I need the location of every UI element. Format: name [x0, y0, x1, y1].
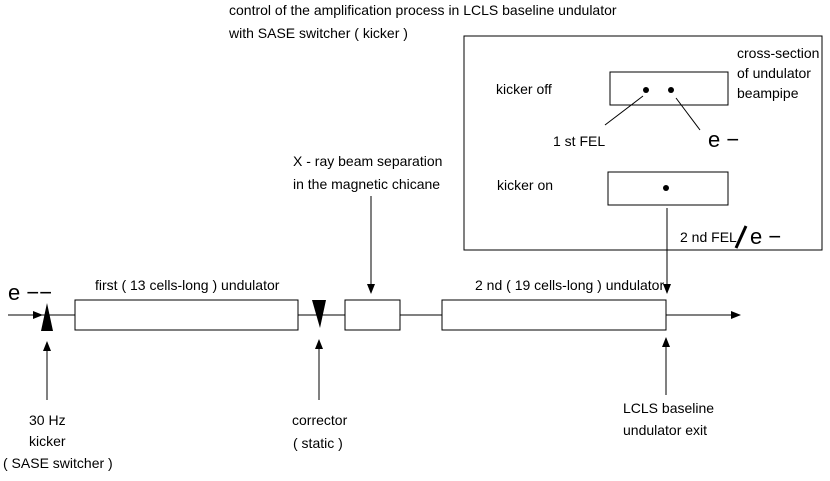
beampipe-kicker-off [609, 71, 729, 106]
exit-label-line-1: LCLS baseline [623, 400, 714, 416]
corrector-triangle [312, 300, 326, 328]
electron-pointer [675, 97, 701, 131]
chicane-label-line-2: in the magnetic chicane [293, 176, 440, 192]
kicker-label-line-1: 30 Hz [29, 412, 66, 428]
fel-electron-slash [734, 225, 748, 249]
chicane-box [344, 299, 401, 331]
title-line-2: with SASE switcher ( kicker ) [228, 25, 408, 41]
electron-spot-off [668, 87, 674, 93]
first-fel-label: 1 st FEL [553, 133, 605, 149]
first-fel-spot [643, 87, 649, 93]
merged-spot [663, 185, 669, 191]
inset-box [463, 35, 823, 251]
electron-label-on: e − [750, 224, 781, 249]
kicker-on-label: kicker on [497, 177, 553, 193]
kicker-triangle [41, 303, 53, 331]
first-undulator [74, 299, 299, 331]
second-fel-label: 2 nd FEL [680, 229, 737, 245]
kicker-label-line-3: ( SASE switcher ) [3, 455, 113, 471]
first-undulator-label: first ( 13 cells-long ) undulator [95, 277, 280, 293]
corrector-label-line-2: ( static ) [293, 435, 343, 451]
cross-section-line-1: cross-section [737, 45, 819, 61]
electron-label-off: e − [708, 127, 739, 152]
kicker-label-line-2: kicker [29, 433, 66, 449]
second-undulator-label: 2 nd ( 19 cells-long ) undulator [475, 277, 664, 293]
corrector-label-line-1: corrector [292, 412, 348, 428]
first-fel-pointer [604, 95, 644, 126]
kicker-off-label: kicker off [496, 81, 552, 97]
chicane-label-line-1: X - ray beam separation [293, 153, 442, 169]
electron-in-label: e −− [8, 280, 52, 305]
title-line-1: control of the amplification process in … [229, 2, 617, 18]
cross-section-line-2: of undulator [737, 65, 811, 81]
exit-label-line-2: undulator exit [623, 422, 707, 438]
second-undulator [441, 299, 667, 331]
cross-section-line-3: beampipe [737, 85, 799, 101]
